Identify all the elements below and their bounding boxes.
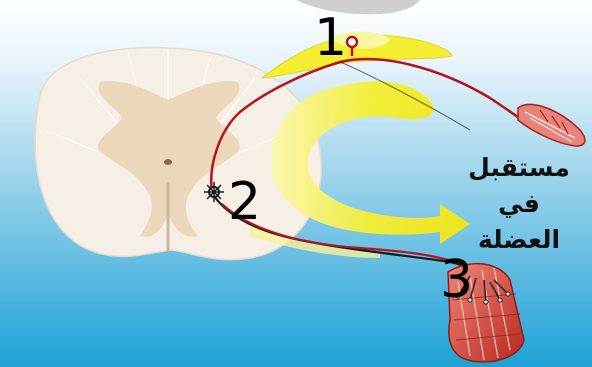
caption-line-2: العضلة <box>446 222 592 258</box>
label-2: 2 <box>228 176 261 228</box>
receptor-caption: مستقبل في العضلة <box>446 150 592 258</box>
synapse-star <box>204 182 224 202</box>
caption-line-1: مستقبل في <box>446 150 592 222</box>
label-3: 3 <box>440 254 473 306</box>
sensory-cell-body <box>347 37 357 47</box>
label-1: 1 <box>314 12 347 64</box>
